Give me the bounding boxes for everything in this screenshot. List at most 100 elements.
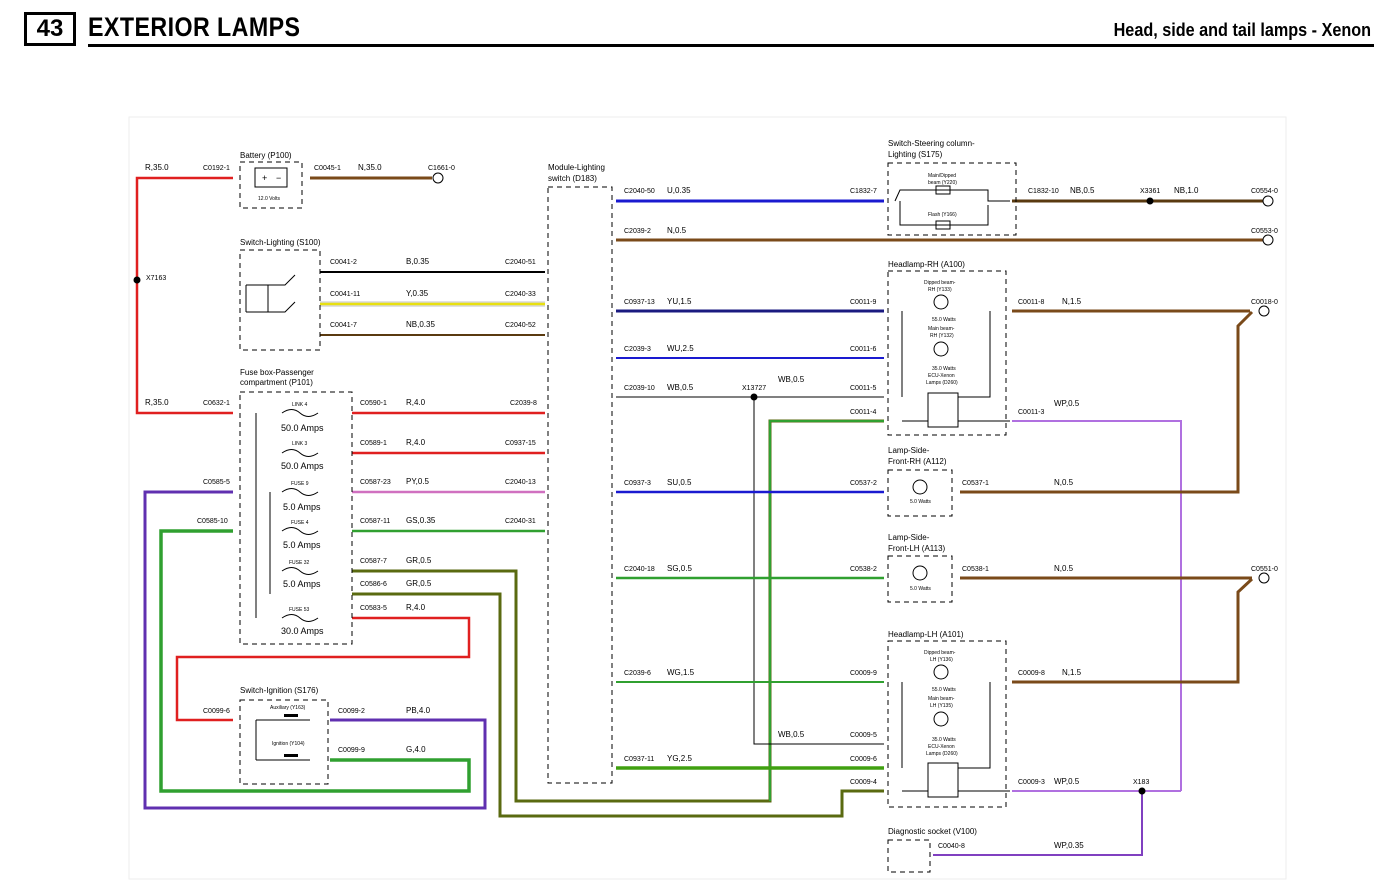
steering-flash-label: Flash (Y166) [928,212,957,218]
wire-label-wb05b: WB,0.5 [778,375,805,384]
battery-plus: + [262,173,267,183]
wire-n15b [1012,577,1254,684]
conn-c0538-2: C0538-2 [850,566,877,573]
side-lh-label-2: Front-LH (A113) [888,544,946,553]
conn-c2039-2: C2039-2 [624,228,651,235]
conn-c0011-9: C0011-9 [850,299,876,306]
steering-switch-label: Switch-Steering column- [888,139,975,148]
wire-gr05b [352,592,884,818]
conn-c0589-1: C0589-1 [360,440,387,447]
side-lamp-rh-box [887,469,953,517]
fuse4-rating: 5.0 Amps [283,540,321,550]
splice-x7163 [133,276,141,284]
headlamp-lh-label: Headlamp-LH (A101) [888,630,964,639]
wire-label-gr05a: GR,0.5 [406,556,432,565]
headlamp-lh-wiring [901,682,1010,792]
battery-label: Battery (P100) [240,151,292,160]
wire-label-wb05a: WB,0.5 [667,383,694,392]
module-label: Module-Lighting [548,163,605,172]
wire-label-r4b: R,4.0 [406,438,426,447]
conn-c0011-8: C0011-8 [1018,299,1044,306]
conn-c0585-5: C0585-5 [203,479,230,486]
ground-c0553 [1262,234,1274,246]
side-lamp-lh-box [887,555,953,603]
conn-c0537-1: C0537-1 [962,480,989,487]
side-rh-bulb [912,479,928,495]
wire-label-wu25: WU,2.5 [667,344,694,353]
fuse-box-label-2: compartment (P101) [240,378,313,387]
page-subtitle: Head, side and tail lamps - Xenon [1113,20,1371,40]
wire-g4 [159,529,471,793]
conn-c0937-15: C0937-15 [505,440,536,447]
fuse53-rating: 30.0 Amps [281,626,324,636]
hl-lh-w1: 55.0 Watts [932,687,956,693]
conn-c0009-3: C0009-3 [1018,779,1045,786]
wire-label-r4c: R,4.0 [406,603,426,612]
header-rule [88,44,1374,47]
fuse32-label: FUSE 32 [289,560,310,566]
wire-n05b [960,310,1254,494]
conn-c2040-52: C2040-52 [505,322,536,329]
wire-label-gr05b: GR,0.5 [406,579,432,588]
wire-label-n15b: N,1.5 [1062,668,1082,677]
conn-c2039-8: C2039-8 [510,400,537,407]
conn-c0011-6: C0011-6 [850,346,876,353]
ign-contact [284,754,298,757]
conn-x183: X183 [1133,779,1149,786]
hl-lh-dip: Dipped beam- [924,650,956,656]
conn-c0009-6: C0009-6 [850,756,877,763]
conn-c0018-0: C0018-0 [1251,299,1278,306]
fuse-box-label: Fuse box-Passenger [240,368,314,377]
fuse53-label: FUSE 53 [289,607,310,613]
fuse-symbols [281,409,319,622]
side-lh-watts: 5.0 Watts [910,586,931,592]
headlamp-rh-wiring [901,311,1010,422]
splice-x3361 [1146,197,1154,205]
wire-label-yg25: YG,2.5 [667,754,692,763]
conn-c1832-10: C1832-10 [1028,188,1059,195]
conn-c0632-1: C0632-1 [203,400,230,407]
grounds [432,172,1274,584]
wire-wp035 [933,791,1143,856]
conn-c2040-33: C2040-33 [505,291,536,298]
wire-label-wp05b: WP,0.5 [1054,777,1080,786]
conn-c1661-0: C1661-0 [428,165,455,172]
hl-rh-w2: 35.0 Watts [932,366,956,372]
wire-label-n05b: N,0.5 [1054,478,1074,487]
conn-c0099-6: C0099-6 [203,708,230,715]
wire-r35-feed [135,176,233,415]
conn-c0011-4: C0011-4 [850,409,876,416]
side-lh-bulb [912,565,928,581]
dipped-beam-rh-bulb [933,294,949,310]
conn-c2040-13: C2040-13 [505,479,536,486]
battery-box [239,161,303,209]
fuse-link4-rating: 50.0 Amps [281,423,324,433]
conn-c0586-6: C0586-6 [360,581,387,588]
hl-lh-main: Main beam- [928,696,955,702]
ground-c0551 [1258,572,1270,584]
fuse53-symbol [281,614,319,622]
ecu-xenon-lh [927,762,959,798]
wire-label-su05: SU,0.5 [667,478,692,487]
wire-label-b035: B,0.35 [406,257,430,266]
hl-lh-main2: LH (Y135) [930,703,953,709]
conn-c2040-51: C2040-51 [505,259,536,266]
headlamp-lh-box [887,640,1007,808]
ground-c0554 [1262,195,1274,207]
conn-c0009-5: C0009-5 [850,732,877,739]
conn-c0590-1: C0590-1 [360,400,387,407]
hl-rh-main: Main beam- [928,326,955,332]
switch-lighting-label: Switch-Lighting (S100) [240,238,321,247]
splice-x183 [1138,787,1146,795]
fuse-link3-rating: 50.0 Amps [281,461,324,471]
fuse-link4-symbol [281,409,319,417]
conn-c0587-7: C0587-7 [360,558,387,565]
fuse9-label: FUSE 9 [291,481,309,487]
conn-c0040-8: C0040-8 [938,843,965,850]
page-title: EXTERIOR LAMPS [88,12,301,42]
wire-label-n05a: N,0.5 [667,226,687,235]
side-lh-label: Lamp-Side- [888,533,930,542]
conn-c0937-3: C0937-3 [624,480,651,487]
wire-labels: R,35.0 N,35.0 B,0.35 Y,0.35 NB,0.35 R,35… [145,163,1199,850]
steering-main-label: Main/Dipped [928,173,956,179]
